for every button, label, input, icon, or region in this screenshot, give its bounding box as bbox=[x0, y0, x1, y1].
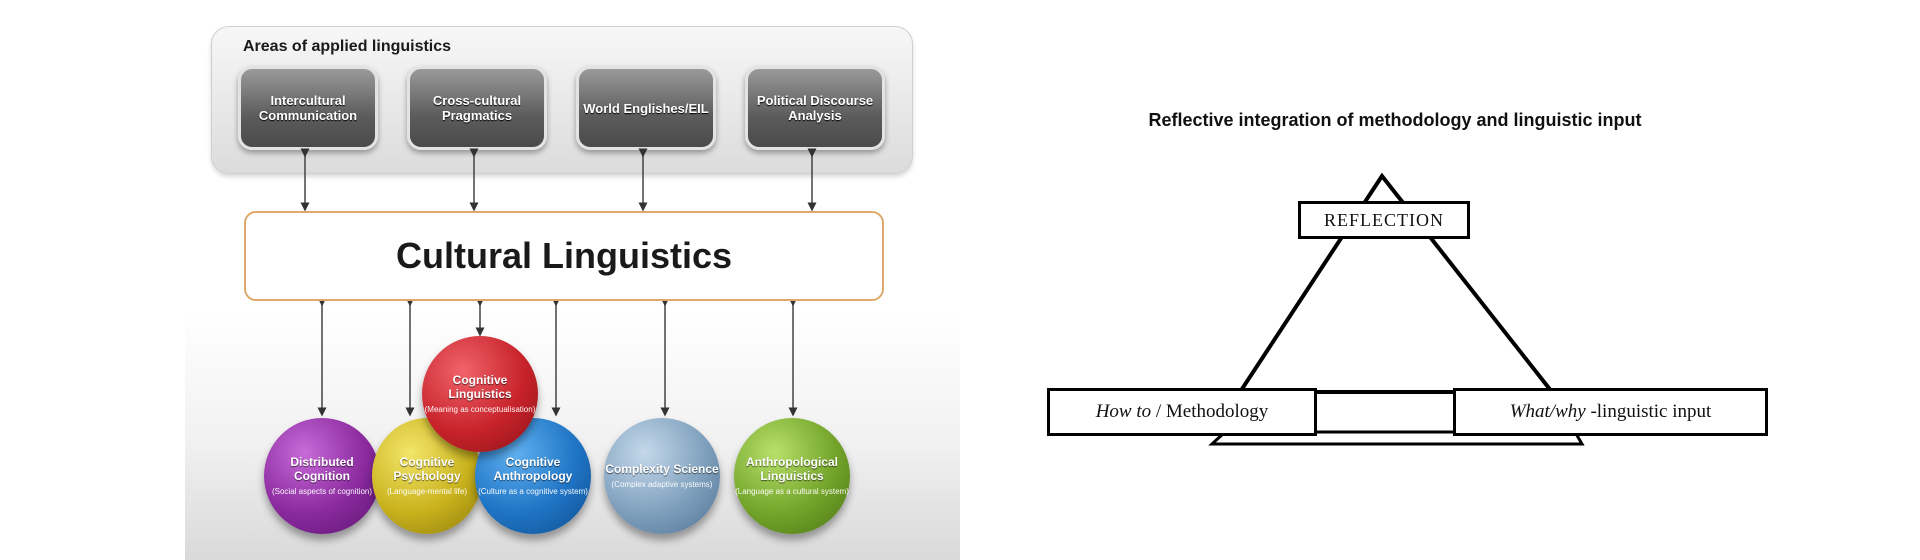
circle-subtitle: (Language-mental life) bbox=[386, 487, 468, 496]
circle-subtitle: (Culture as a cognitive system) bbox=[478, 487, 588, 496]
circle-anthropological-linguistics: Anthropological Linguistics (Language as… bbox=[734, 418, 850, 534]
circle-subtitle: (Social aspects of cognition) bbox=[271, 487, 373, 496]
methodology-text: / Methodology bbox=[1151, 401, 1269, 422]
circle-title: Anthropological Linguistics bbox=[746, 455, 838, 483]
area-political-discourse-analysis: Political Discourse Analysis bbox=[745, 66, 885, 150]
circle-complexity-science: Complexity Science (Complex adaptive sys… bbox=[604, 418, 720, 534]
area-world-englishes: World Englishes/EIL bbox=[576, 66, 716, 150]
reflection-text: REFLECTION bbox=[1324, 209, 1444, 230]
reflection-label: REFLECTION bbox=[1298, 201, 1470, 239]
circle-title: Complexity Science bbox=[605, 462, 719, 476]
linguistic-input-text: -linguistic input bbox=[1585, 401, 1712, 422]
area-cross-cultural-pragmatics: Cross-cultural Pragmatics bbox=[407, 66, 547, 150]
circle-title: Distributed Cognition bbox=[290, 455, 354, 483]
cultural-linguistics-title: Cultural Linguistics bbox=[395, 235, 733, 276]
circle-subtitle: (Language as a cultural system) bbox=[735, 487, 849, 496]
circle-title: Cognitive Psychology bbox=[393, 455, 461, 483]
cultural-linguistics-box: Cultural Linguistics bbox=[244, 211, 884, 301]
areas-title: Areas of applied linguistics bbox=[243, 38, 452, 55]
linguistic-input-label: What/why -linguistic input bbox=[1453, 388, 1768, 436]
circle-title: Cognitive Linguistics bbox=[448, 373, 512, 401]
circle-title: Cognitive Anthropology bbox=[493, 455, 573, 483]
circle-distributed-cognition: Distributed Cognition (Social aspects of… bbox=[264, 418, 380, 534]
what-why-text: What/why bbox=[1509, 401, 1586, 422]
how-to-text: How to bbox=[1095, 401, 1152, 422]
circle-subtitle: (Complex adaptive systems) bbox=[611, 480, 713, 489]
right-diagram-title: Reflective integration of methodology an… bbox=[1148, 110, 1642, 130]
triangle-shape bbox=[1236, 172, 1557, 394]
methodology-label: How to / Methodology bbox=[1047, 388, 1317, 436]
circle-cognitive-linguistics: Cognitive Linguistics (Meaning as concep… bbox=[422, 336, 538, 452]
circle-subtitle: (Meaning as conceptualisation) bbox=[424, 405, 536, 414]
